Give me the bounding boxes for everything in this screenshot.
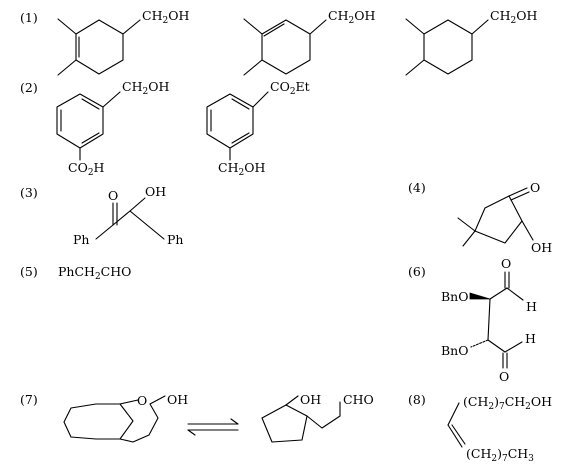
aldehyde-o-top: O <box>501 256 511 271</box>
structure-2a: CH2OH CO2H <box>56 79 169 178</box>
problem-number-7: (7) <box>20 392 38 407</box>
structure-1c: CH2OH <box>405 8 537 76</box>
chain-top-label: (CH2)7CH2OH <box>463 394 552 412</box>
aldehyde-o-bottom: O <box>499 369 509 384</box>
phenyl-left-label: Ph <box>73 232 89 247</box>
problem-number-3: (3) <box>20 185 38 200</box>
lactol-oh-label: OH <box>167 392 188 407</box>
structure-4-cyclopentanone: O OH <box>457 180 552 255</box>
equilibrium-arrows <box>187 418 239 436</box>
structure-7-hydroxyaldehyde: OH CHO <box>261 392 374 443</box>
co2et-label-2b: CO2Et <box>270 79 310 97</box>
structure-1a: CH2OH <box>57 8 189 76</box>
formula-5: PhCH2CHO <box>58 264 131 282</box>
ch2oh-label-2a: CH2OH <box>122 79 169 97</box>
problem-number-8: (8) <box>408 392 426 407</box>
hydroxyl-oh-label: OH <box>145 184 166 199</box>
problem-number-6: (6) <box>408 264 426 279</box>
ring-oxygen-label: O <box>137 393 147 408</box>
co2h-label-2a: CO2H <box>68 160 105 178</box>
alcohol-oh-label: OH <box>300 392 321 407</box>
ch2oh-label-1c: CH2OH <box>490 8 537 26</box>
benzyloxy-bottom: BnO <box>441 343 468 358</box>
ketone-o-label: O <box>530 180 540 195</box>
aldehyde-cho-label: CHO <box>343 392 374 407</box>
carbonyl-o-label: O <box>108 188 118 203</box>
phenyl-right-label: Ph <box>167 232 183 247</box>
ch2oh-label-2b: CH2OH <box>218 160 265 178</box>
ch2oh-label-1b: CH2OH <box>328 8 375 26</box>
structure-6-dialdehyde: O H BnO BnO H O <box>441 256 537 384</box>
structure-2b: CO2Et CH2OH <box>206 79 310 178</box>
problem-number-1: (1) <box>20 10 38 25</box>
problem-number-4: (4) <box>408 180 426 195</box>
structure-8-oleyl-alcohol: (CH2)7CH2OH (CH2)7CH3 <box>447 394 552 464</box>
structure-7-lactol: O OH <box>63 392 188 443</box>
structure-1b: CH2OH <box>243 8 375 76</box>
ch2oh-label-1a: CH2OH <box>142 8 189 26</box>
hydroxyl-oh-label-4: OH <box>531 240 552 255</box>
chain-bottom-label: (CH2)7CH3 <box>466 446 534 464</box>
benzyloxy-top: BnO <box>441 289 468 304</box>
aldehyde-h-bottom: H <box>525 331 536 346</box>
problem-number-2: (2) <box>20 80 38 95</box>
structure-3-hydroxyketone: O OH Ph Ph <box>73 184 183 247</box>
problem-number-5: (5) <box>20 264 38 279</box>
aldehyde-h-top: H <box>526 299 537 314</box>
